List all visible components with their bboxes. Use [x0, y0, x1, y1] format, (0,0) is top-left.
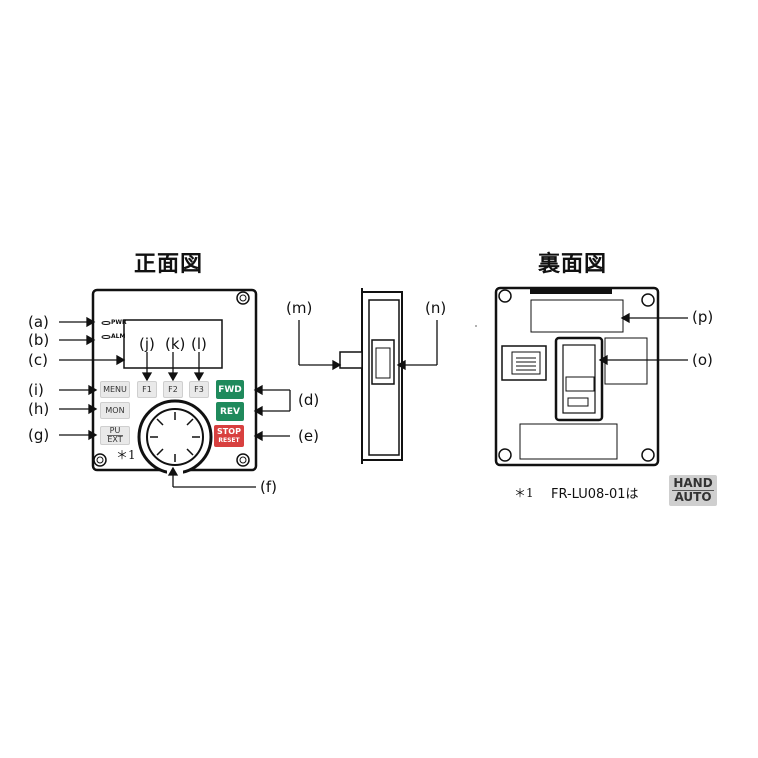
- footnote-mark: ＊1: [514, 486, 534, 500]
- screw-hole-top-right: [236, 291, 250, 305]
- screw-hole-bottom-left: [93, 453, 107, 467]
- pu-label: PU: [109, 426, 121, 435]
- f2-key[interactable]: F2: [163, 381, 183, 398]
- fwd-key[interactable]: FWD: [216, 380, 244, 399]
- callout-o: (o): [692, 351, 713, 369]
- callout-i: (i): [28, 381, 44, 399]
- callout-g: (g): [28, 426, 50, 444]
- hand-auto-key: HAND AUTO: [669, 475, 717, 506]
- ext-label: EXT: [107, 435, 123, 444]
- rev-key[interactable]: REV: [216, 402, 244, 421]
- auto-label: AUTO: [674, 490, 712, 504]
- back-screw-top-right: [641, 293, 655, 307]
- callout-c: (c): [28, 351, 48, 369]
- back-view-title: 裏面図: [538, 252, 608, 277]
- back-label-area-top: [530, 299, 624, 333]
- pwr-led: [101, 321, 111, 325]
- f1-key[interactable]: F1: [137, 381, 157, 398]
- hand-label: HAND: [673, 476, 713, 490]
- callout-p: (p): [692, 308, 714, 326]
- stop-label: STOP: [217, 427, 241, 436]
- dial-spokes: [150, 412, 200, 462]
- callout-a: (a): [28, 313, 49, 331]
- back-screw-bottom-left: [498, 448, 512, 462]
- footnote-text: FR-LU08-01は: [551, 487, 639, 502]
- back-label-area-bottom: [519, 423, 618, 460]
- callout-h: (h): [28, 400, 50, 418]
- menu-key[interactable]: MENU: [100, 381, 130, 398]
- alm-led: [101, 335, 111, 339]
- alm-led-label: ALM: [111, 333, 126, 340]
- callout-n: (n): [425, 299, 447, 317]
- callout-e: (e): [298, 427, 319, 445]
- callout-j: (j): [139, 335, 155, 353]
- stop-reset-key[interactable]: STOP RESET: [214, 425, 244, 447]
- back-screw-top-left: [498, 289, 512, 303]
- pwr-led-label: PWR: [111, 319, 127, 326]
- pu-ext-key[interactable]: PU EXT: [100, 426, 130, 445]
- screw-hole-bottom-right: [236, 453, 250, 467]
- back-label-area-right: [604, 337, 648, 385]
- front-view-title: 正面図: [134, 252, 204, 277]
- callout-f: (f): [260, 478, 277, 496]
- f3-key[interactable]: F3: [189, 381, 209, 398]
- callout-d: (d): [298, 391, 320, 409]
- side-view: [339, 288, 403, 464]
- mon-key[interactable]: MON: [100, 402, 130, 419]
- callout-k: (k): [165, 335, 186, 353]
- callout-b: (b): [28, 331, 50, 349]
- callout-m: (m): [286, 299, 313, 317]
- callout-l: (l): [191, 335, 207, 353]
- back-screw-bottom-right: [641, 448, 655, 462]
- footnote-mark-front: ＊1: [116, 448, 136, 462]
- reset-label: RESET: [218, 437, 240, 444]
